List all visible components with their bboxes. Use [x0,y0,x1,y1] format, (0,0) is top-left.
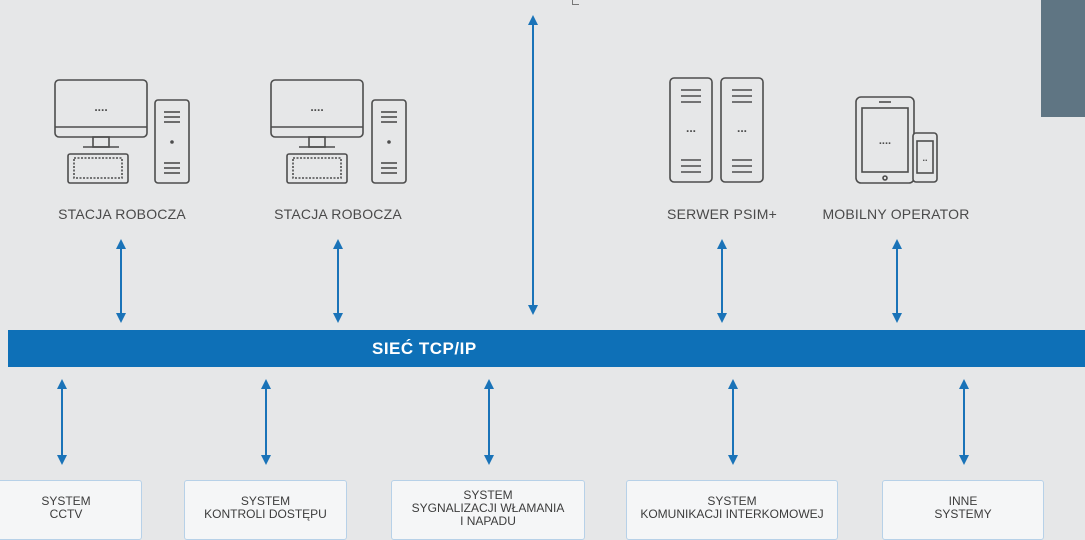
mobile-devices-icon: .... .. [855,96,938,184]
network-label: SIEĆ TCP/IP [372,339,477,358]
system-box-intercom: SYSTEM KOMUNIKACJI INTERKOMOWEJ [626,480,838,540]
system-box-cctv: SYSTEM CCTV [0,480,142,540]
device-label-mobile: MOBILNY OPERATOR [822,206,970,222]
system-label: SYSTEM CCTV [41,494,91,521]
device-label-server: SERWER PSIM+ [667,206,777,222]
svg-text:....: .... [879,135,891,147]
connection-arrows [57,14,969,465]
network-bar [8,330,1085,367]
workstation-icon: .... [270,79,407,184]
workstation-icon: .... [54,79,190,184]
system-box-alarm: SYSTEM SYGNALIZACJI WŁAMANIA I NAPADU [391,480,585,540]
svg-text:....: .... [310,100,323,114]
system-box-other: INNE SYSTEMY [882,480,1044,540]
system-label: SYSTEM KONTROLI DOSTĘPU [204,494,327,521]
system-label: SYSTEM SYGNALIZACJI WŁAMANIA I NAPADU [411,488,565,528]
svg-text:..: .. [922,153,927,163]
svg-text:...: ... [737,121,747,135]
device-label-workstation-1: STACJA ROBOCZA [58,206,186,222]
svg-text:....: .... [94,100,107,114]
system-box-access-control: SYSTEM KONTROLI DOSTĘPU [184,480,347,540]
svg-text:...: ... [686,121,696,135]
corner-panel [1041,0,1085,117]
system-label: INNE SYSTEMY [934,494,992,521]
top-connector-mark [572,0,579,5]
system-label: SYSTEM KOMUNIKACJI INTERKOMOWEJ [640,494,824,521]
device-label-workstation-2: STACJA ROBOCZA [274,206,402,222]
server-icon: ... ... [669,77,764,183]
